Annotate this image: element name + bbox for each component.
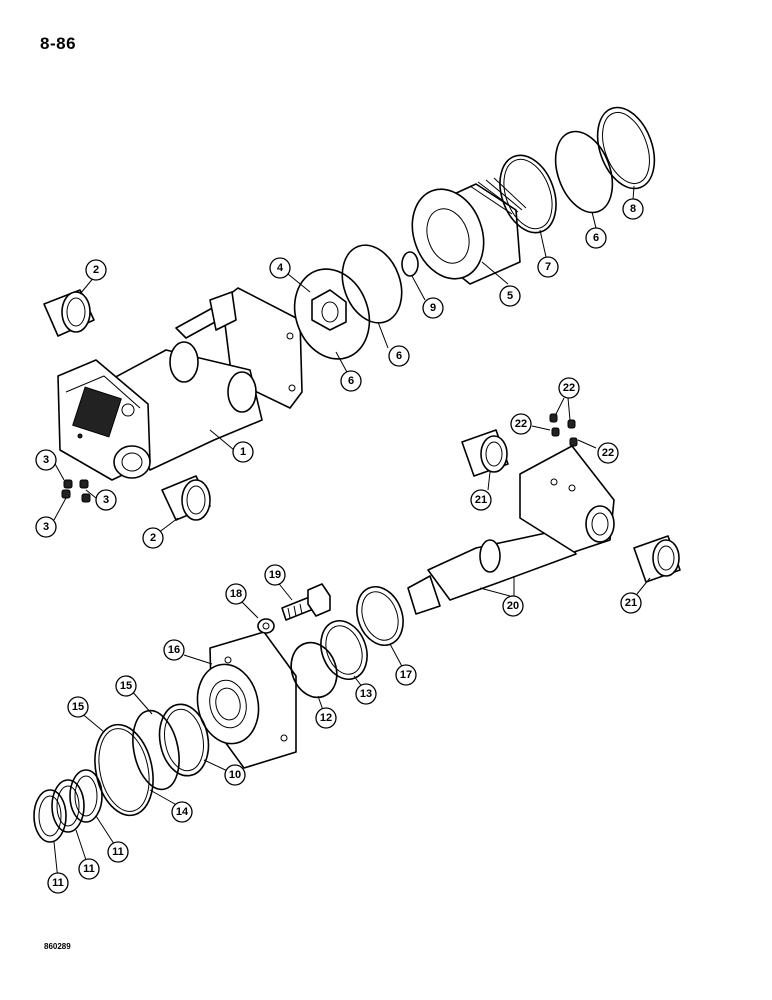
svg-text:9: 9 (430, 302, 436, 314)
cylinder-housing (57, 287, 303, 481)
svg-text:22: 22 (515, 418, 527, 430)
callout-5: 5 (499, 285, 521, 307)
ring-10 (158, 703, 210, 777)
callout-10: 10 (224, 764, 246, 786)
callout-6: 6 (388, 345, 410, 367)
seal-ring (341, 244, 403, 324)
callout-12: 12 (315, 707, 337, 729)
callout-22: 22 (558, 377, 580, 399)
callout-15: 15 (115, 675, 137, 697)
svg-text:6: 6 (396, 350, 402, 362)
page-number: 8-86 (40, 34, 77, 53)
svg-text:18: 18 (230, 588, 242, 600)
callout-6: 6 (340, 370, 362, 392)
callout-18: 18 (225, 583, 247, 605)
svg-text:5: 5 (507, 290, 513, 302)
svg-text:20: 20 (507, 600, 519, 612)
callout-11: 11 (47, 872, 69, 894)
svg-text:3: 3 (103, 494, 109, 506)
ring-12 (290, 641, 338, 699)
svg-text:11: 11 (112, 846, 124, 858)
backup-ring (596, 106, 656, 190)
callout-15: 15 (67, 696, 89, 718)
svg-text:12: 12 (320, 712, 332, 724)
seal-ring-right (554, 130, 614, 214)
svg-text:17: 17 (400, 669, 412, 681)
callout-13: 13 (355, 683, 377, 705)
callout-21: 21 (470, 489, 492, 511)
svg-text:15: 15 (72, 701, 84, 713)
svg-text:16: 16 (168, 644, 180, 656)
callout-20: 20 (502, 595, 524, 617)
callout-22: 22 (510, 413, 532, 435)
rod-bushing-bottom (633, 535, 681, 583)
callout-11: 11 (78, 858, 100, 880)
callout-19: 19 (264, 564, 286, 586)
svg-text:8: 8 (630, 203, 636, 215)
washer (257, 618, 275, 634)
bushing-bottom (161, 475, 211, 521)
bushing-top (43, 289, 95, 337)
o-ring (401, 251, 419, 277)
svg-text:3: 3 (43, 454, 49, 466)
callout-22: 22 (597, 442, 619, 464)
callout-1: 1 (232, 441, 254, 463)
svg-text:11: 11 (83, 863, 95, 875)
piston-nut (293, 268, 371, 360)
grease-fittings-left (61, 479, 91, 503)
ring-11a (69, 769, 103, 823)
ring-11b (51, 779, 85, 833)
grease-fittings-right (549, 413, 578, 447)
svg-text:2: 2 (150, 532, 156, 544)
callout-3: 3 (95, 489, 117, 511)
figure-code: 860289 (44, 942, 71, 951)
piston (411, 177, 527, 285)
callout-21: 21 (620, 592, 642, 614)
ring-11c (33, 789, 67, 843)
callout-2: 2 (85, 259, 107, 281)
svg-text:1: 1 (240, 446, 246, 458)
svg-text:4: 4 (277, 262, 284, 274)
svg-text:7: 7 (545, 261, 551, 273)
svg-text:6: 6 (348, 375, 354, 387)
callout-3: 3 (35, 449, 57, 471)
svg-text:21: 21 (625, 597, 637, 609)
ring-13 (320, 620, 368, 680)
svg-text:13: 13 (360, 688, 372, 700)
callout-4: 4 (269, 257, 291, 279)
callout-3: 3 (35, 516, 57, 538)
callout-11: 11 (107, 841, 129, 863)
callout-2: 2 (142, 527, 164, 549)
callout-14: 14 (171, 801, 193, 823)
svg-text:3: 3 (43, 521, 49, 533)
svg-text:19: 19 (269, 569, 281, 581)
svg-text:22: 22 (563, 382, 575, 394)
wear-ring (499, 154, 557, 234)
piston-rod (407, 445, 615, 615)
svg-text:21: 21 (475, 494, 487, 506)
callout-7: 7 (537, 256, 559, 278)
bolt (281, 583, 331, 621)
svg-text:10: 10 (229, 769, 241, 781)
svg-text:15: 15 (120, 680, 132, 692)
rod-bushing-top (461, 429, 509, 477)
svg-text:14: 14 (176, 806, 189, 818)
svg-text:6: 6 (593, 232, 599, 244)
callout-9: 9 (422, 297, 444, 319)
callout-6: 6 (585, 227, 607, 249)
callout-17: 17 (395, 664, 417, 686)
svg-text:2: 2 (93, 264, 99, 276)
gland (196, 631, 297, 769)
svg-text:11: 11 (52, 877, 64, 889)
svg-text:22: 22 (602, 447, 614, 459)
ring-14 (94, 723, 154, 817)
ring-15 (132, 709, 180, 791)
callout-16: 16 (163, 639, 185, 661)
callout-8: 8 (622, 198, 644, 220)
